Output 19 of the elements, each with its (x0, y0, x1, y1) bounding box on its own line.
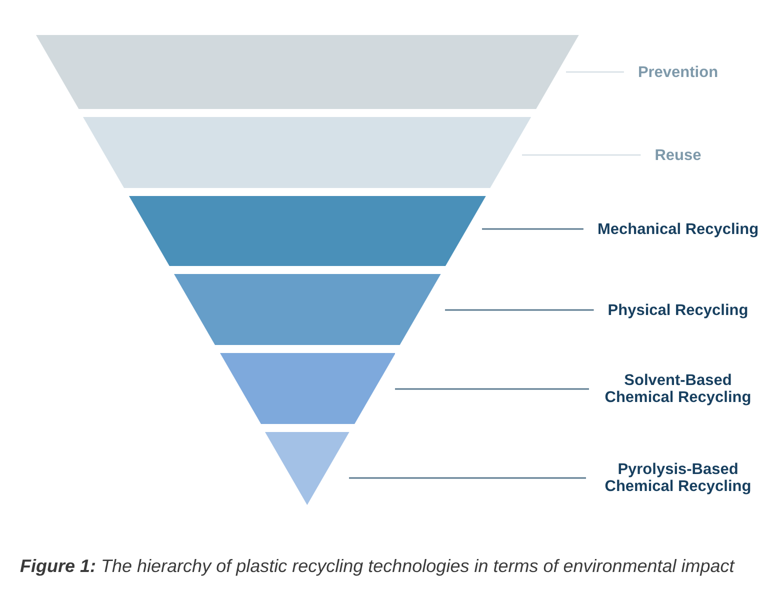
leader-line (445, 309, 594, 311)
leader-line (395, 388, 589, 390)
funnel-tier (83, 117, 532, 188)
tier-label: Physical Recycling (608, 302, 748, 318)
leader-line (566, 71, 624, 73)
tier-label: Prevention (638, 64, 718, 80)
funnel-tier (129, 196, 486, 266)
tier-label: Solvent-Based Chemical Recycling (604, 372, 752, 406)
leader-line (482, 228, 584, 230)
leader-line (522, 154, 641, 156)
funnel-tip (265, 432, 350, 505)
funnel-tier (36, 35, 579, 109)
figure-caption: Figure 1: The hierarchy of plastic recycling technologies in terms of environmental impact (20, 556, 734, 577)
funnel-tier (174, 274, 441, 345)
funnel-tier (220, 353, 396, 424)
leader-line (349, 477, 586, 479)
tier-label: Pyrolysis-Based Chemical Recycling (604, 461, 752, 495)
tier-label: Mechanical Recycling (597, 220, 759, 238)
tier-label: Reuse (654, 146, 702, 164)
